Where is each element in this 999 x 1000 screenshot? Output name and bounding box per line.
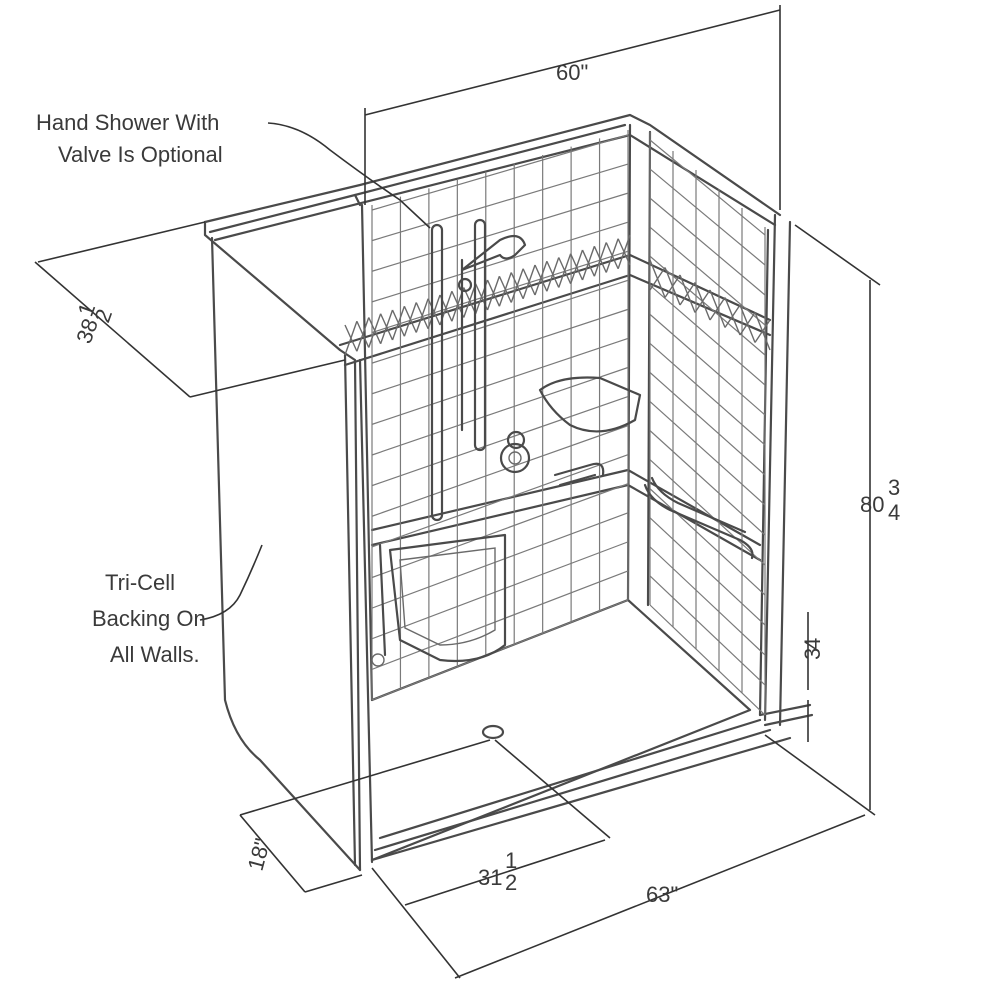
floor-drain	[481, 724, 505, 740]
dim-drain-center-num: 1	[505, 848, 517, 873]
dim-height-den: 4	[888, 500, 900, 525]
hand-shower	[457, 234, 527, 432]
tri-cell-callout-line-1: Tri-Cell	[105, 570, 175, 595]
dim-drain-offset: 18"	[243, 836, 276, 874]
dimension-lines	[34, 5, 881, 979]
tile-grid-side	[649, 132, 766, 716]
dim-height: 80 3 4	[860, 475, 900, 525]
tri-cell-callout-line-3: All Walls.	[110, 642, 200, 667]
dim-depth-top: 38 1 2	[71, 299, 117, 346]
leader-lines	[199, 122, 431, 621]
dim-height-whole: 80	[860, 492, 884, 517]
corner-seat	[538, 376, 642, 433]
fold-down-seat	[371, 533, 507, 667]
dim-threshold-den: 4	[800, 638, 825, 650]
dim-width-top: 60"	[556, 60, 588, 85]
dim-drain-center: 31 1 2	[478, 848, 517, 895]
shower-valve	[499, 430, 531, 474]
dim-drain-center-den: 2	[505, 870, 517, 895]
dim-threshold-num: 3	[800, 648, 825, 660]
tile-grid-back	[371, 130, 629, 701]
dim-drain-offset-text: 18"	[243, 836, 276, 874]
grab-bar-vertical	[430, 218, 487, 522]
dim-drain-center-whole: 31	[478, 865, 502, 890]
hand-shower-callout-line-1: Hand Shower With	[36, 110, 219, 135]
grab-bar-side	[553, 462, 754, 560]
dim-width-bottom: 63"	[646, 882, 678, 907]
diamond-band	[344, 234, 771, 356]
tri-cell-callout-line-2: Backing On	[92, 606, 206, 631]
hand-shower-callout-line-2: Valve Is Optional	[58, 142, 223, 167]
dim-height-num: 3	[888, 475, 900, 500]
dim-threshold: 3 4	[800, 638, 825, 660]
